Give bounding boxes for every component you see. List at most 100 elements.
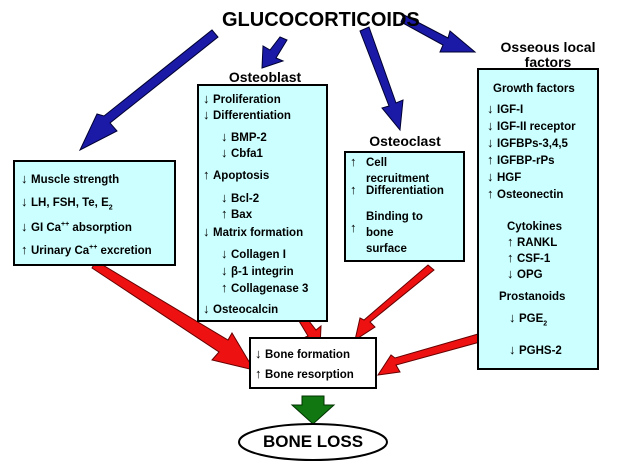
bone-effect-item: ↓Bone formation [255, 347, 350, 362]
item-text: PGE [519, 313, 544, 325]
green-arrow-bone-loss [290, 395, 336, 425]
item-text: Bone formation [265, 349, 350, 361]
bone-effect-item: ↑Bone resorption [255, 367, 354, 382]
up-arrow-icon: ↑ [21, 241, 28, 257]
down-arrow-icon: ↓ [221, 246, 228, 261]
item-text-tail: absorption [69, 221, 132, 234]
blue-arrow-osteoclast [359, 26, 404, 132]
cytokine-item: ↓OPG [507, 267, 543, 282]
down-arrow-icon: ↓ [507, 266, 514, 281]
up-arrow-icon: ↑ [507, 250, 514, 265]
local-factors-label-line2: factors [524, 54, 572, 70]
down-arrow-icon: ↓ [21, 218, 28, 234]
osteoblast-item: ↓Cbfa1 [221, 146, 263, 161]
superscript: ++ [89, 244, 98, 251]
down-arrow-icon: ↓ [509, 310, 516, 325]
red-arrow-osteoclast [354, 264, 435, 342]
item-text: RANKL [517, 237, 558, 249]
osteoclast-label: Osteoclast [369, 133, 441, 149]
item-text: HGF [497, 172, 522, 184]
cytokine-item: ↑CSF-1 [507, 251, 550, 266]
up-arrow-icon: ↑ [221, 280, 228, 295]
growth-factors-header: Growth factors [493, 83, 575, 95]
prostanoid-item: ↓PGHS-2 [509, 343, 562, 358]
subscript: 2 [108, 204, 113, 212]
bone-loss-ellipse [238, 423, 388, 461]
item-text-line: Differentiation [366, 185, 444, 197]
osteoblast-item: ↓Differentiation [203, 108, 291, 123]
down-arrow-icon: ↓ [203, 107, 210, 122]
growth-factor-item: ↓IGFBPs-3,4,5 [487, 136, 568, 151]
cytokine-item: ↑RANKL [507, 235, 557, 250]
item-text: GI Ca [31, 221, 62, 234]
growth-factor-item: ↓HGF [487, 170, 521, 185]
osteoblast-item: ↓β-1 integrin [221, 264, 294, 279]
osteoblast-item: ↑Collagenase 3 [221, 281, 308, 296]
item-text: IGF-I [497, 104, 524, 116]
item-text-line: Binding to [366, 211, 423, 223]
growth-factor-item: ↓IGF-I [487, 102, 523, 117]
item-text: Bone resorption [265, 369, 354, 381]
down-arrow-icon: ↓ [509, 342, 516, 357]
osteoblast-item: ↑Bax [221, 207, 252, 222]
item-text: Osteonectin [497, 189, 564, 201]
item-text: IGF-II receptor [497, 121, 576, 133]
item-text: Bcl-2 [231, 193, 260, 205]
osteoblast-item: ↓BMP-2 [221, 130, 267, 145]
osteoblast-item: ↓Bcl-2 [221, 191, 259, 206]
superscript: ++ [61, 221, 70, 228]
item-text: Urinary Ca [31, 244, 90, 257]
osteoblast-item: ↓Matrix formation [203, 225, 303, 240]
osteoblast-box: ↓Proliferation↓Differentiation↓BMP-2↓Cbf… [197, 84, 328, 322]
down-arrow-icon: ↓ [221, 129, 228, 144]
down-arrow-icon: ↓ [487, 118, 494, 133]
local-factors-label-line1: Osseous local [500, 39, 596, 55]
up-arrow-icon: ↑ [487, 186, 494, 201]
down-arrow-icon: ↓ [221, 145, 228, 160]
down-arrow-icon: ↓ [487, 169, 494, 184]
item-text-line: surface [366, 243, 407, 255]
down-arrow-icon: ↓ [487, 135, 494, 150]
up-arrow-icon: ↑ [350, 220, 357, 235]
osteoclast-item: ↑Differentiation [350, 183, 444, 199]
systemic-item: ↓GI Ca++ absorption [21, 218, 132, 235]
down-arrow-icon: ↓ [203, 301, 210, 316]
osteoblast-item: ↑Apoptosis [203, 168, 269, 183]
subscript: 2 [543, 320, 548, 328]
osteoblast-item: ↓Osteocalcin [203, 302, 278, 317]
up-arrow-icon: ↑ [203, 167, 210, 182]
item-text: Proliferation [213, 94, 281, 106]
item-text: Osteocalcin [213, 304, 279, 316]
local-factors-box: Growth factors↓IGF-I↓IGF-II receptor↓IGF… [477, 68, 599, 370]
item-text: Apoptosis [213, 170, 270, 182]
item-text: OPG [517, 269, 543, 281]
item-text: Muscle strength [31, 174, 120, 186]
systemic-item: ↓LH, FSH, Te, E2 [21, 195, 113, 214]
up-arrow-icon: ↑ [487, 152, 494, 167]
blue-arrow-systemic [78, 29, 219, 152]
down-arrow-icon: ↓ [21, 194, 28, 209]
up-arrow-icon: ↑ [507, 234, 514, 249]
item-text: Matrix formation [213, 227, 304, 239]
down-arrow-icon: ↓ [255, 346, 262, 361]
blue-arrow-osteoblast [261, 36, 288, 69]
down-arrow-icon: ↓ [203, 224, 210, 239]
down-arrow-icon: ↓ [221, 263, 228, 278]
blue-arrow-local [400, 14, 477, 53]
red-arrow-local [376, 333, 481, 376]
growth-factor-item: ↑IGFBP-rPs [487, 153, 555, 168]
bone-loss-text: BONE LOSS [262, 432, 364, 451]
systemic-item: ↓Muscle strength [21, 172, 119, 187]
item-text-tail: excretion [97, 244, 152, 257]
item-text: LH, FSH, Te, E [31, 197, 109, 209]
up-arrow-icon: ↑ [255, 366, 262, 381]
item-text: Bax [231, 209, 253, 221]
item-text: Differentiation [366, 183, 444, 199]
down-arrow-icon: ↓ [221, 190, 228, 205]
item-text: β-1 integrin [231, 266, 294, 278]
down-arrow-icon: ↓ [21, 171, 28, 186]
